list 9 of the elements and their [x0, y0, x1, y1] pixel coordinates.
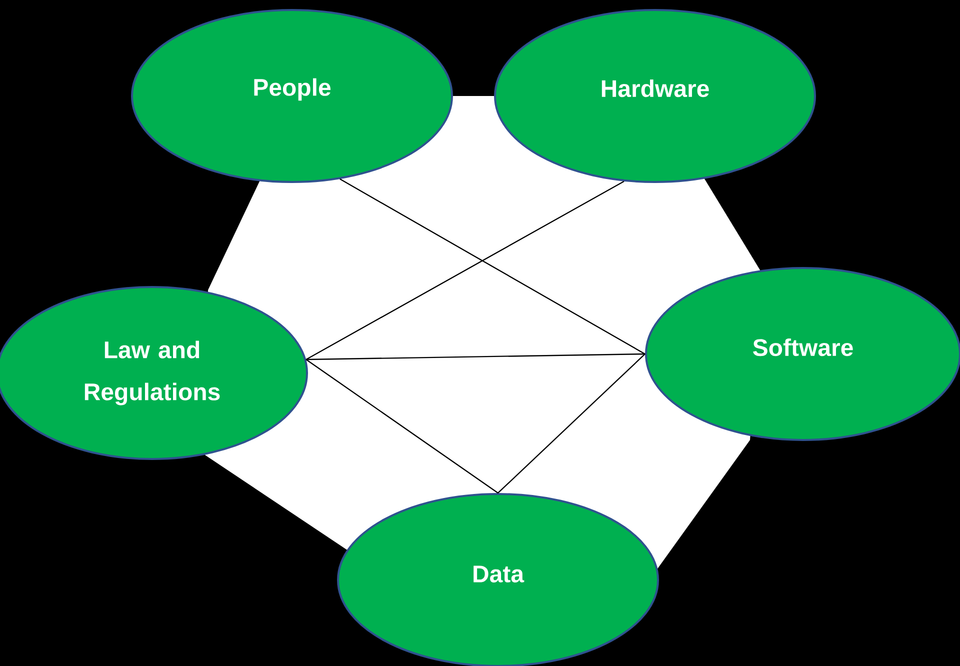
connector-line: [306, 359, 498, 494]
connector-line: [498, 354, 646, 494]
ellipse-node: Software: [645, 267, 960, 441]
connector-line: [340, 178, 646, 355]
ellipse-node: Data: [337, 493, 659, 666]
connector-line: [306, 353, 646, 360]
connector-line: [306, 180, 624, 360]
ellipse-node: People: [131, 9, 453, 183]
ellipse-node: Hardware: [494, 9, 816, 183]
